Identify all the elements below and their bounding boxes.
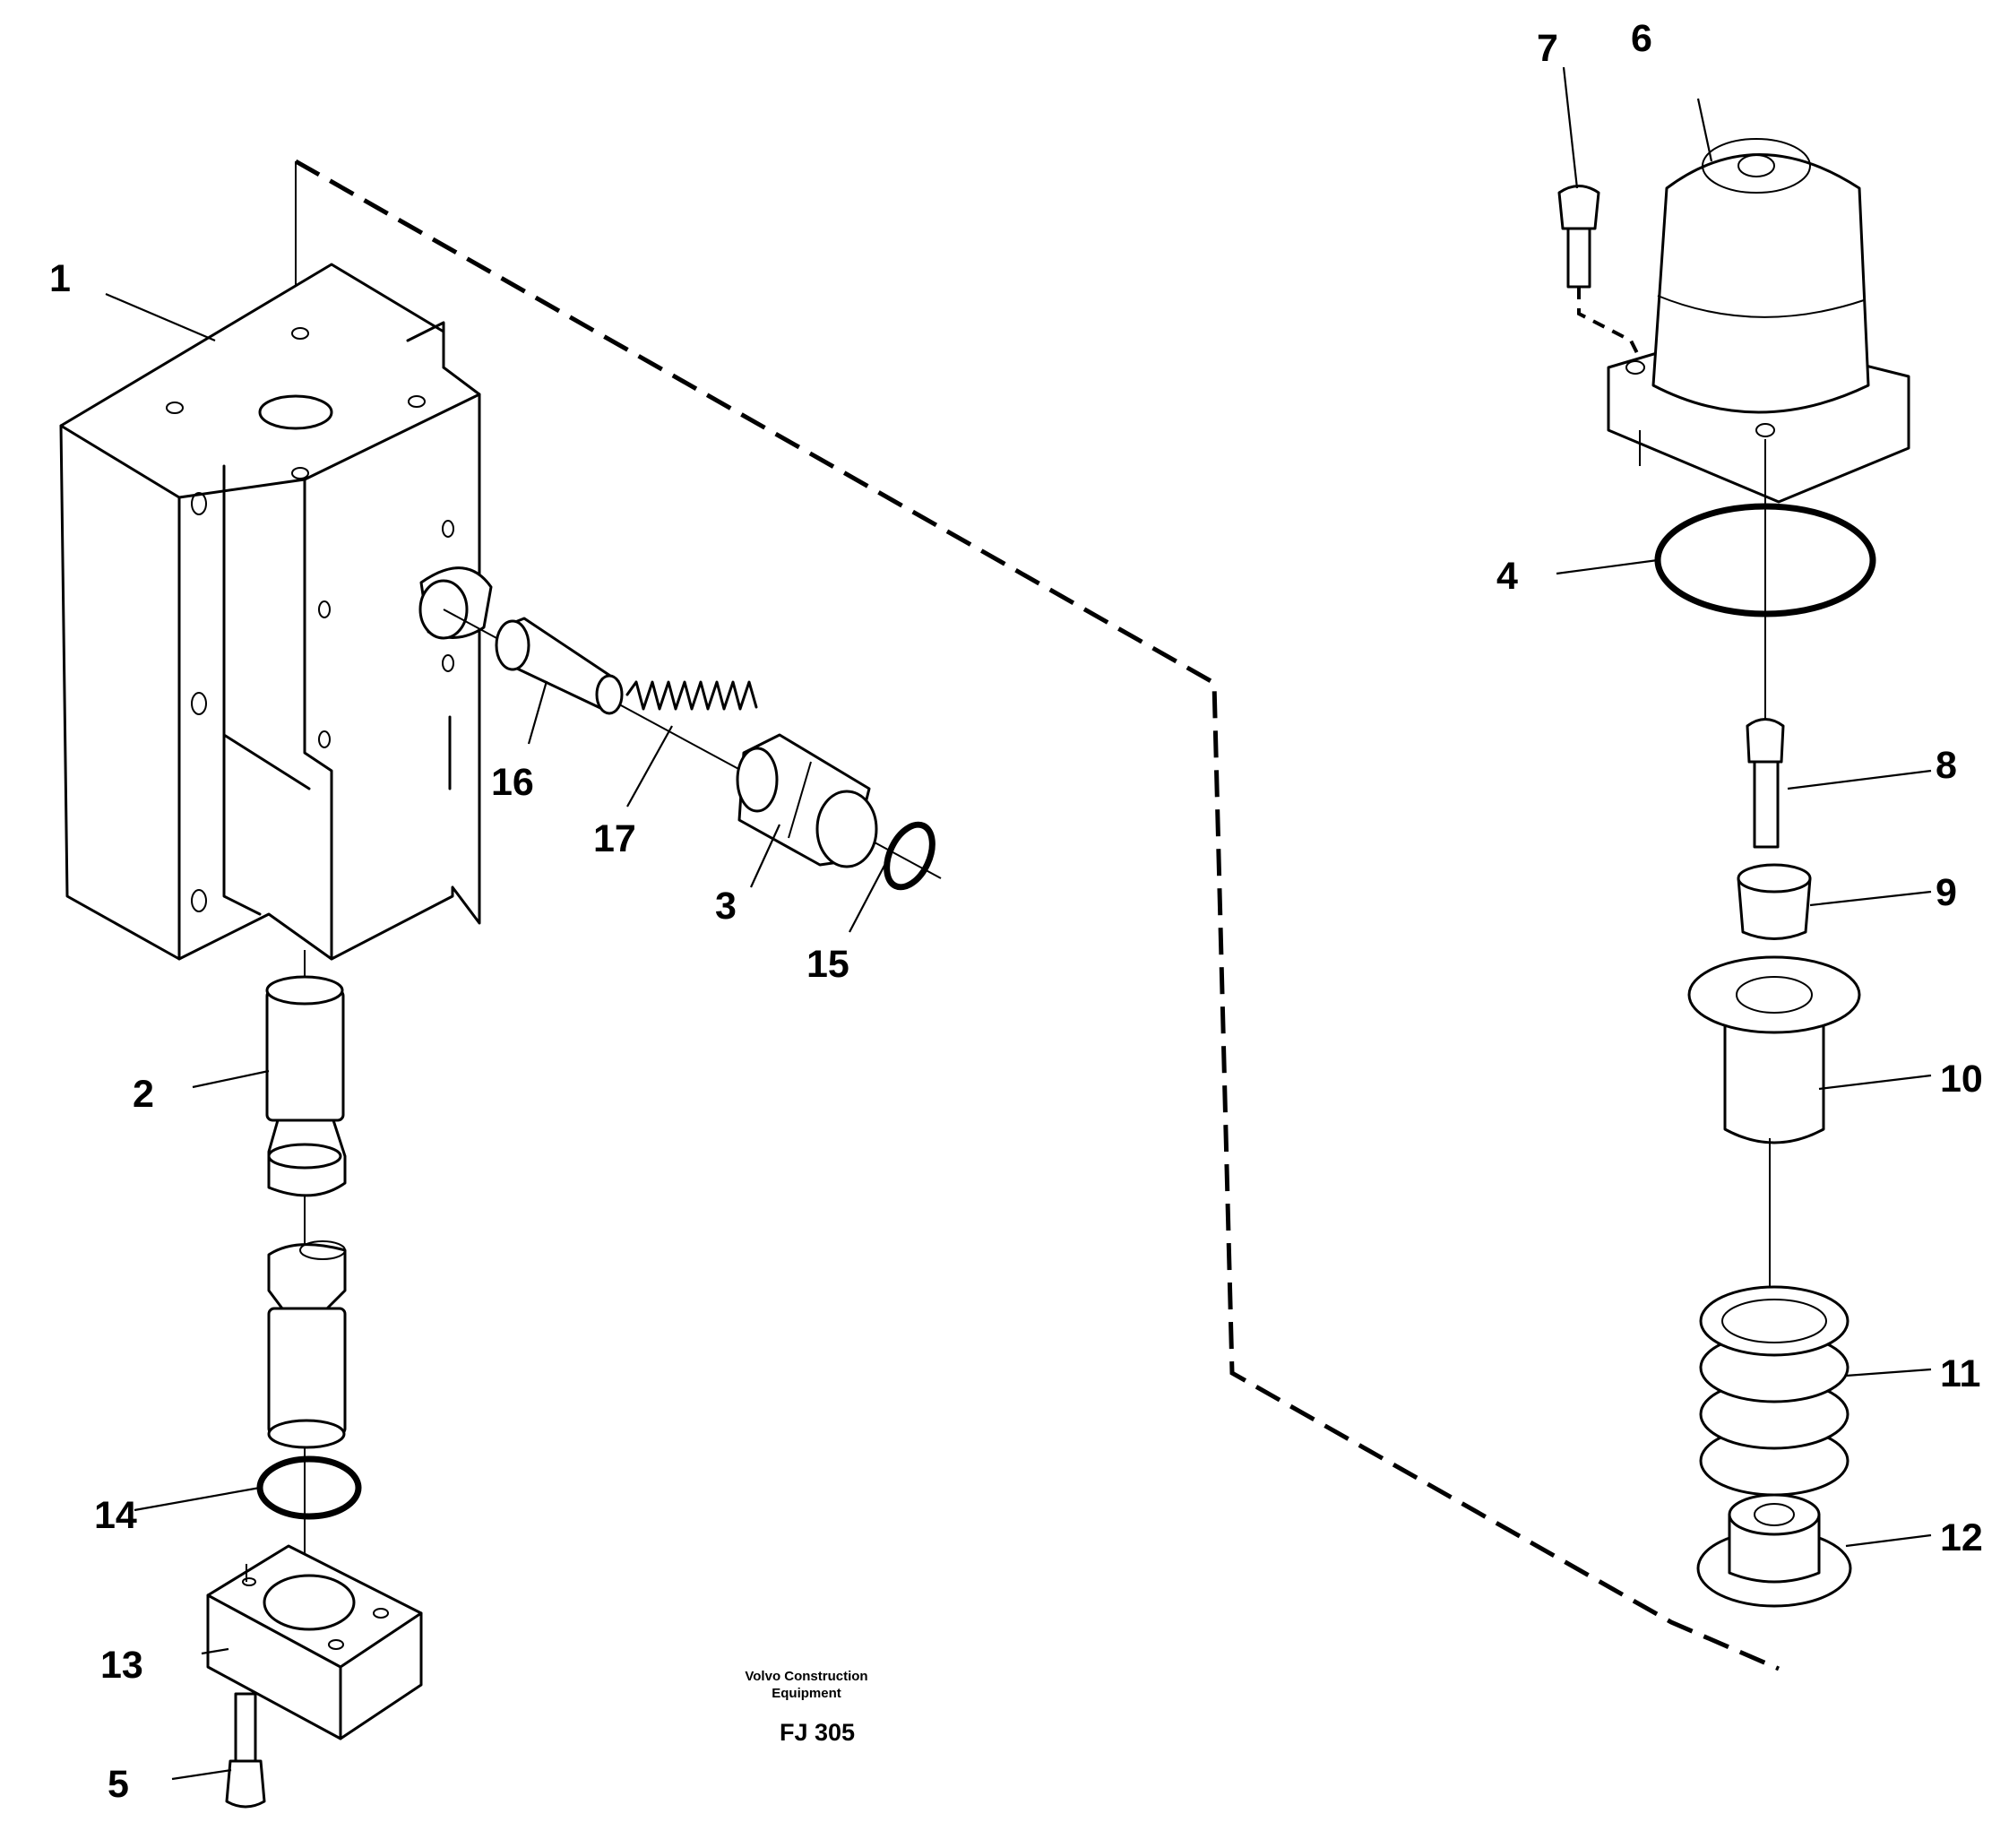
- callout-6: 6: [1631, 17, 1652, 60]
- callout-14: 14: [94, 1494, 137, 1537]
- part-16-sleeve: [443, 609, 942, 879]
- part-7-screw: [1557, 185, 1642, 359]
- callout-15: 15: [806, 943, 849, 986]
- part-13-end-cap: [206, 1544, 423, 1740]
- callout-4: 4: [1496, 555, 1518, 598]
- callout-2: 2: [133, 1073, 154, 1116]
- part-1-valve-housing: [59, 263, 493, 961]
- part-15-o-ring: [884, 821, 936, 891]
- part-12-lower-seat: [1696, 1493, 1852, 1608]
- callout-10: 10: [1940, 1058, 1983, 1101]
- part-11-spring: [1699, 1285, 1849, 1497]
- callout-11: 11: [1940, 1352, 1980, 1395]
- part-3-plug: [736, 733, 878, 868]
- callout-labels: 1 2 3 4 5 6 7 8 9 10 11 12 13 14 15 16 1…: [49, 17, 1983, 1806]
- callout-16: 16: [491, 761, 534, 804]
- part-14-o-ring: [256, 1455, 362, 1520]
- part-10-spring-seat: [1687, 955, 1861, 1300]
- callout-12: 12: [1940, 1516, 1983, 1559]
- part-6-cover: [1607, 138, 1910, 504]
- callout-8: 8: [1936, 744, 1957, 787]
- leader-lines: [105, 66, 1932, 1781]
- part-9-retainer: [1737, 863, 1812, 940]
- callout-7: 7: [1537, 27, 1558, 70]
- part-17-spring: [625, 680, 758, 711]
- callout-5: 5: [108, 1763, 129, 1806]
- callout-3: 3: [715, 885, 737, 928]
- drawing-credit: Volvo Construction Equipment FJ 305: [745, 1669, 867, 1746]
- callout-17: 17: [593, 817, 636, 860]
- part-5-screw: [225, 1692, 266, 1809]
- assembly-dashed-line: [294, 159, 1780, 1671]
- callout-9: 9: [1936, 871, 1957, 914]
- credit-line-1: Volvo Construction: [745, 1669, 867, 1684]
- callout-1: 1: [49, 257, 71, 300]
- drawing-code: FJ 305: [780, 1719, 855, 1746]
- part-4-o-ring: [1654, 439, 1876, 726]
- credit-line-2: Equipment: [772, 1686, 841, 1701]
- callout-13: 13: [100, 1644, 143, 1687]
- part-2-spool: [265, 950, 347, 1604]
- part-8-screw: [1746, 718, 1785, 849]
